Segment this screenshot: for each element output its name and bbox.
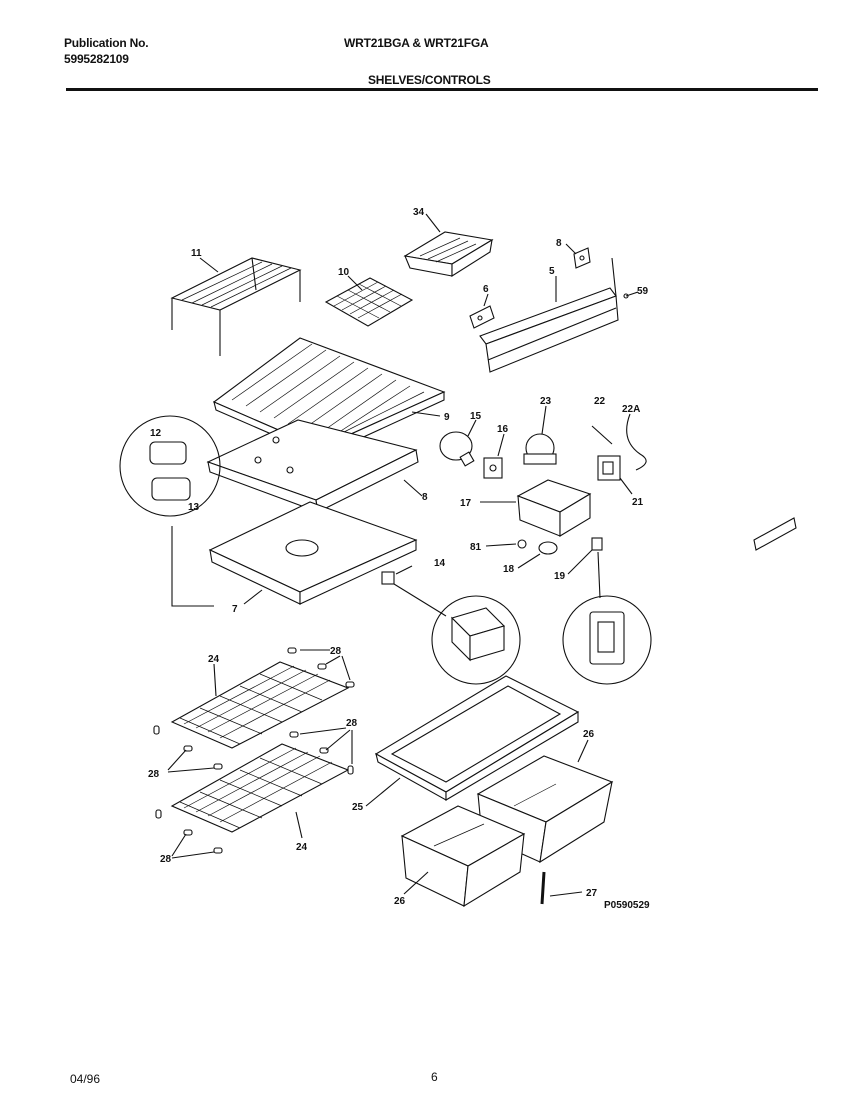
part-5-control-panel [479, 257, 619, 373]
part-26-crisper-upper [476, 755, 614, 864]
detail-circle-12-13 [119, 415, 221, 517]
callout-26-upper: 26 [583, 729, 595, 740]
callout-7: 7 [232, 604, 238, 615]
part-18-knob [538, 541, 558, 555]
callout-12: 12 [150, 428, 162, 439]
publication-label: Publication No. [64, 36, 149, 50]
part-24-wire-shelf-upper [170, 661, 350, 749]
callout-9: 9 [444, 412, 450, 423]
callout-28-left: 28 [148, 769, 160, 780]
part-81-screw [517, 539, 527, 549]
callout-23: 23 [540, 396, 552, 407]
detail-circle-19 [562, 595, 652, 685]
callout-18: 18 [503, 564, 515, 575]
callout-21: 21 [632, 497, 644, 508]
part-6-bracket [469, 305, 495, 329]
part-15-bulb [439, 431, 475, 467]
detail-circle-14 [431, 595, 521, 685]
part-17-housing [516, 479, 592, 537]
callout-11: 11 [191, 248, 202, 259]
part-11-wire-rack [170, 257, 302, 356]
callout-8-top: 8 [556, 238, 562, 249]
callout-16: 16 [497, 424, 509, 435]
callout-22a: 22A [622, 404, 640, 415]
callout-13: 13 [188, 502, 200, 513]
callout-34: 34 [413, 207, 425, 218]
section-title: SHELVES/CONTROLS [368, 73, 491, 87]
callout-17: 17 [460, 498, 472, 509]
figure-id: P0590529 [604, 900, 650, 911]
callout-22: 22 [594, 396, 606, 407]
callout-5: 5 [549, 266, 555, 277]
callout-14: 14 [434, 558, 446, 569]
callout-10: 10 [338, 267, 350, 278]
side-clip [753, 517, 797, 551]
part-23-thermostat [523, 433, 557, 465]
callout-81: 81 [470, 542, 482, 553]
callout-8-shelf: 8 [422, 492, 428, 503]
part-8-bracket [573, 247, 591, 269]
part-22-wire [591, 413, 647, 471]
part-34-pan [403, 231, 494, 277]
callout-27: 27 [586, 888, 598, 899]
part-14-damper [381, 571, 395, 585]
part-19-switch [591, 537, 603, 551]
callout-24-upper: 24 [208, 654, 220, 665]
part-25-crisper-cover [374, 675, 580, 801]
part-26-crisper-lower [400, 805, 526, 908]
callout-15: 15 [470, 411, 482, 422]
footer-date: 04/96 [70, 1072, 101, 1086]
part-21-switch [597, 455, 621, 481]
callout-6: 6 [483, 284, 489, 295]
header-rule [66, 88, 818, 91]
callout-28-middle: 28 [346, 718, 358, 729]
footer-page-number: 6 [431, 1070, 438, 1084]
part-10-egg-tray [324, 277, 414, 327]
model-numbers: WRT21BGA & WRT21FGA [344, 36, 489, 50]
part-16-socket [483, 457, 503, 479]
part-8-shelf-frame [206, 419, 419, 513]
publication-number: 5995282109 [64, 52, 129, 66]
callout-26-lower: 26 [394, 896, 406, 907]
part-24-wire-shelf-lower [170, 743, 350, 833]
callout-19: 19 [554, 571, 566, 582]
callout-24-lower: 24 [296, 842, 308, 853]
part-7-shelf-frame [208, 501, 418, 605]
callout-28-upper: 28 [330, 646, 342, 657]
part-28-clips [153, 647, 355, 854]
callout-28-lower: 28 [160, 854, 172, 865]
callout-59: 59 [637, 286, 649, 297]
part-27-rod [540, 871, 546, 905]
part-59-screw [623, 291, 639, 299]
callout-25: 25 [352, 802, 364, 813]
